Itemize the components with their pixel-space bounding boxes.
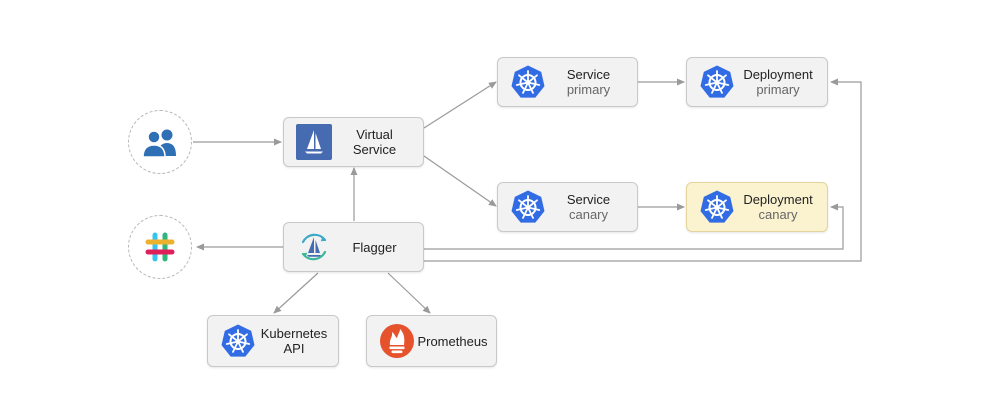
virtual-service-node[interactable]: Virtual Service xyxy=(283,117,424,167)
flagger-text: Flagger xyxy=(352,239,397,255)
edge-virtual-service-to-service-canary xyxy=(423,155,497,207)
virtual-service-line2: Service xyxy=(352,142,397,157)
flagger-node[interactable]: Flagger xyxy=(283,222,424,272)
users-icon xyxy=(140,126,180,158)
users-circle xyxy=(128,110,192,174)
prometheus-label: Prometheus xyxy=(415,334,496,349)
deployment-canary-line2: canary xyxy=(758,207,798,222)
service-canary-line1: Service xyxy=(566,192,611,207)
deployment-canary-node[interactable]: Deployment canary xyxy=(686,182,828,232)
edge-flagger-to-prometheus xyxy=(387,272,431,314)
service-primary-line1: Service xyxy=(566,67,611,82)
service-primary-label: Service primary xyxy=(546,67,637,97)
service-primary-line2: primary xyxy=(566,82,611,97)
edge-virtual-service-to-service-primary xyxy=(423,81,497,129)
virtual-service-label: Virtual Service xyxy=(332,127,423,157)
kubernetes-wheel-icon xyxy=(699,64,735,100)
prometheus-text: Prometheus xyxy=(417,333,488,349)
service-canary-line2: canary xyxy=(568,207,609,222)
edge-flagger-to-deployment-primary xyxy=(424,78,862,262)
istio-sail-icon xyxy=(296,124,332,160)
prometheus-flame-icon xyxy=(379,323,415,359)
service-canary-node[interactable]: Service canary xyxy=(497,182,638,232)
kubernetes-api-label: Kubernetes API xyxy=(256,326,338,356)
deployment-primary-node[interactable]: Deployment primary xyxy=(686,57,828,107)
slack-icon xyxy=(143,230,177,264)
flagger-icon xyxy=(296,229,332,265)
flagger-label: Flagger xyxy=(332,240,423,255)
kubernetes-wheel-icon xyxy=(220,323,256,359)
service-primary-node[interactable]: Service primary xyxy=(497,57,638,107)
deployment-canary-line1: Deployment xyxy=(743,192,813,207)
edge-flagger-to-kubernetes-api xyxy=(273,272,319,314)
deployment-primary-label: Deployment primary xyxy=(735,67,827,97)
deployment-primary-line1: Deployment xyxy=(743,67,813,82)
prometheus-node[interactable]: Prometheus xyxy=(366,315,497,367)
kubernetes-wheel-icon xyxy=(699,189,735,225)
kubernetes-wheel-icon xyxy=(510,64,546,100)
kubernetes-api-line1: Kubernetes xyxy=(260,326,328,341)
service-canary-label: Service canary xyxy=(546,192,637,222)
deployment-canary-label: Deployment canary xyxy=(735,192,827,222)
kubernetes-api-line2: API xyxy=(283,341,305,356)
kubernetes-wheel-icon xyxy=(510,189,546,225)
slack-circle xyxy=(128,215,192,279)
edge-flagger-to-deployment-canary xyxy=(424,203,844,250)
kubernetes-api-node[interactable]: Kubernetes API xyxy=(207,315,339,367)
deployment-primary-line2: primary xyxy=(756,82,800,97)
virtual-service-line1: Virtual xyxy=(356,127,393,142)
